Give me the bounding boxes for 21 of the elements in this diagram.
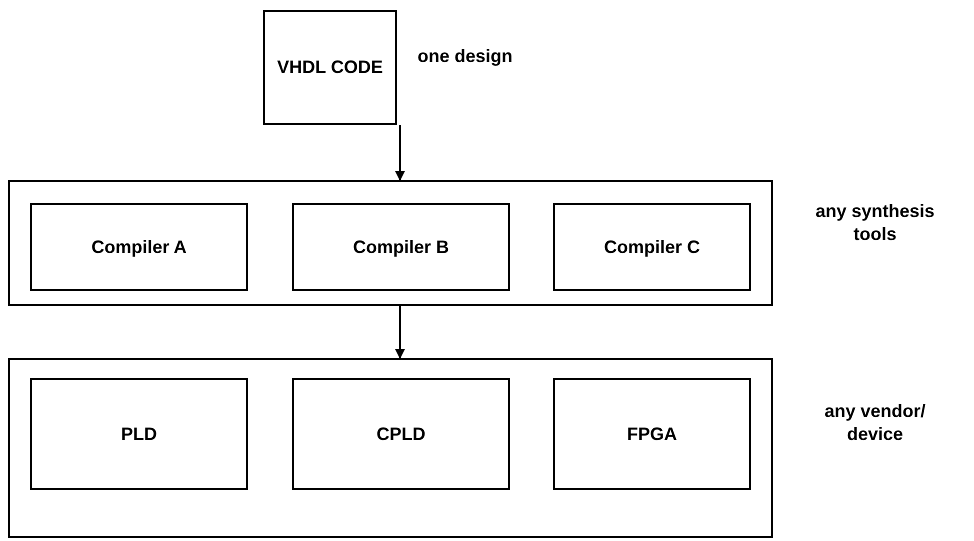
process-box — [553, 378, 751, 490]
box-label: Compiler A — [91, 236, 187, 258]
box-label: FPGA — [626, 424, 677, 444]
process-box — [553, 203, 751, 291]
box-label: CPLD — [376, 424, 426, 444]
group-box — [8, 180, 773, 306]
box-label: Compiler C — [604, 236, 700, 258]
process-box — [292, 203, 510, 291]
box-label: PLD — [121, 424, 157, 444]
side-note: one design — [416, 45, 514, 68]
process-box — [30, 203, 248, 291]
side-note: any vendor/ device — [823, 400, 927, 445]
process-box — [263, 10, 397, 125]
arrow — [395, 125, 405, 181]
process-box — [292, 378, 510, 490]
arrow — [395, 306, 405, 359]
group-box — [8, 358, 773, 538]
box-label: Compiler B — [352, 236, 449, 258]
process-box — [30, 378, 248, 490]
side-note: any synthesis tools — [814, 200, 936, 245]
box-label: VHDL CODE — [277, 57, 383, 78]
